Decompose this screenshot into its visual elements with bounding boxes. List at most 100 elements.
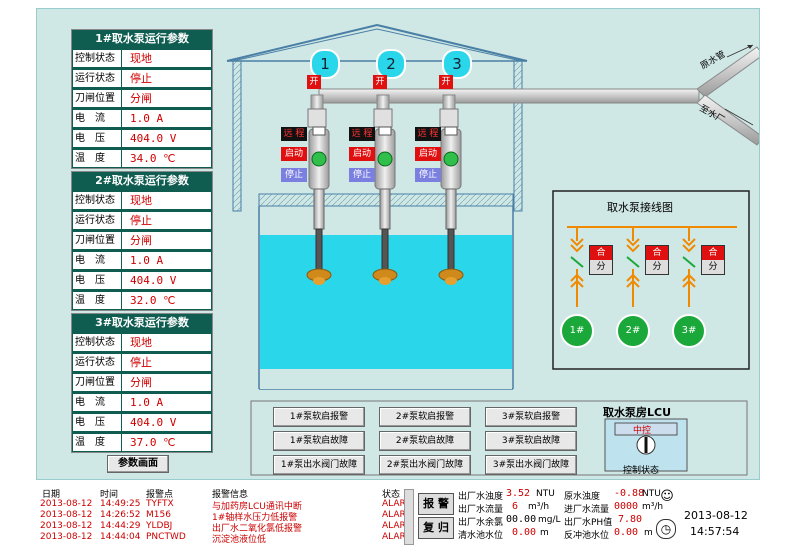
measure-value: 7.80 bbox=[618, 514, 643, 525]
param-label: 运行状态 bbox=[73, 354, 121, 371]
col-header-time: 时间 bbox=[100, 490, 119, 500]
measure-value: 0.00 bbox=[614, 527, 639, 538]
param-value: 1.0 A bbox=[122, 394, 211, 411]
pump1-valve-open[interactable]: 开 bbox=[307, 75, 321, 89]
param-row: 控制状态现地 bbox=[72, 48, 212, 68]
pump3-valve-open[interactable]: 开 bbox=[439, 75, 453, 89]
pump1-softstart-fault[interactable]: 1#泵软启故障 bbox=[273, 431, 365, 451]
measure-label: 进厂水流量 bbox=[564, 505, 610, 515]
measure-unit: NTU bbox=[536, 489, 555, 499]
measure-label: 出厂水余氯 bbox=[458, 518, 504, 528]
switch-close-label[interactable]: 合 bbox=[702, 246, 724, 260]
param-value: 404.0 V bbox=[122, 414, 211, 431]
wiring-pump-label: 1# bbox=[569, 325, 585, 336]
param-label: 控制状态 bbox=[73, 334, 121, 351]
time-display: 14:57:54 bbox=[690, 525, 740, 538]
pump2-softstart-fault[interactable]: 2#泵软启故障 bbox=[379, 431, 471, 451]
clock-icon: ◷ bbox=[656, 519, 676, 539]
measure-unit: m³/h bbox=[528, 502, 550, 512]
pump1-softstart-alarm[interactable]: 1#泵软启报警 bbox=[273, 407, 365, 427]
param-label: 电 流 bbox=[73, 110, 121, 127]
param-label: 电 流 bbox=[73, 252, 121, 269]
measure-label: 清水池水位 bbox=[458, 531, 504, 541]
param-row: 运行状态停止 bbox=[72, 210, 212, 230]
lcu-title: 取水泵房LCU bbox=[603, 406, 672, 419]
pump3-softstart-fault[interactable]: 3#泵软启故障 bbox=[485, 431, 577, 451]
alarm-ack-button[interactable]: 报 警 bbox=[418, 493, 454, 515]
param-row: 运行状态停止 bbox=[72, 352, 212, 372]
operator-icon[interactable]: ☺ bbox=[660, 489, 674, 504]
param-screen-button[interactable]: 参数画面 bbox=[107, 455, 169, 473]
pump3-valve-fault[interactable]: 3#泵出水阀门故障 bbox=[485, 455, 577, 475]
switch-open-label[interactable]: 分 bbox=[596, 262, 606, 272]
param-value: 32.0 ℃ bbox=[122, 292, 211, 309]
param-label: 运行状态 bbox=[73, 70, 121, 87]
pump2-softstart-alarm[interactable]: 2#泵软启报警 bbox=[379, 407, 471, 427]
param-label: 温 度 bbox=[73, 292, 121, 309]
alarm-scrollbar[interactable] bbox=[404, 489, 414, 545]
pump3-stop-button[interactable]: 停止 bbox=[415, 168, 441, 182]
measure-label: 出厂水浊度 bbox=[458, 492, 504, 502]
param-value: 分闸 bbox=[122, 90, 211, 107]
panel-title: 3#取水泵运行参数 bbox=[72, 314, 212, 332]
date-display: 2013-08-12 bbox=[684, 509, 748, 522]
col-header-date: 日期 bbox=[42, 490, 61, 500]
switch-open-label[interactable]: 分 bbox=[708, 262, 718, 272]
param-label: 控制状态 bbox=[73, 50, 121, 67]
param-value: 现地 bbox=[122, 50, 211, 67]
col-header-message: 报警信息 bbox=[212, 490, 249, 500]
measure-label: 反冲池水位 bbox=[564, 531, 610, 541]
param-label: 温 度 bbox=[73, 150, 121, 167]
switch-close-label[interactable]: 合 bbox=[646, 246, 668, 260]
pump2-stop-button[interactable]: 停止 bbox=[349, 168, 375, 182]
pump2-valve-open[interactable]: 开 bbox=[373, 75, 387, 89]
measure-unit: m³/h bbox=[642, 502, 664, 512]
lcu-status-label: 控制状态 bbox=[623, 466, 660, 476]
pump1-assembly bbox=[306, 94, 332, 285]
wiring-title: 取水泵接线图 bbox=[607, 201, 673, 214]
alarm-group-frame bbox=[250, 400, 748, 476]
pump1-valve-fault[interactable]: 1#泵出水阀门故障 bbox=[273, 455, 365, 475]
alarm-reset-button[interactable]: 复 归 bbox=[418, 517, 454, 539]
pump3-start-button[interactable]: 启动 bbox=[415, 147, 441, 161]
wiring-pump-label: 3# bbox=[681, 325, 697, 336]
param-value: 停止 bbox=[122, 212, 211, 229]
param-value: 404.0 V bbox=[122, 272, 211, 289]
pump1-start-button[interactable]: 启动 bbox=[281, 147, 307, 161]
param-row: 刀闸位置分闸 bbox=[72, 88, 212, 108]
param-label: 电 压 bbox=[73, 130, 121, 147]
pump2-remote-label: 远 程 bbox=[349, 127, 375, 141]
wiring-switch-3: 合 分 bbox=[701, 245, 725, 275]
pump3-assembly bbox=[438, 94, 464, 285]
pump2-start-button[interactable]: 启动 bbox=[349, 147, 375, 161]
pump2-valve-fault[interactable]: 2#泵出水阀门故障 bbox=[379, 455, 471, 475]
pump3-softstart-alarm[interactable]: 3#泵软启报警 bbox=[485, 407, 577, 427]
param-row: 控制状态现地 bbox=[72, 190, 212, 210]
param-value: 37.0 ℃ bbox=[122, 434, 211, 451]
switch-open-label[interactable]: 分 bbox=[652, 262, 662, 272]
param-label: 电 压 bbox=[73, 414, 121, 431]
measure-unit: NTU bbox=[642, 489, 661, 499]
measure-label: 出厂水流量 bbox=[458, 505, 504, 515]
measure-label: 原水浊度 bbox=[564, 492, 601, 502]
param-label: 刀闸位置 bbox=[73, 232, 121, 249]
pump1-stop-button[interactable]: 停止 bbox=[281, 168, 307, 182]
wiring-pump-circles bbox=[560, 314, 706, 348]
measure-unit: m bbox=[644, 528, 653, 538]
measure-unit: m bbox=[540, 528, 549, 538]
param-row: 刀闸位置分闸 bbox=[72, 230, 212, 250]
panel-title: 1#取水泵运行参数 bbox=[72, 30, 212, 48]
switch-close-label[interactable]: 合 bbox=[590, 246, 612, 260]
param-value: 分闸 bbox=[122, 232, 211, 249]
